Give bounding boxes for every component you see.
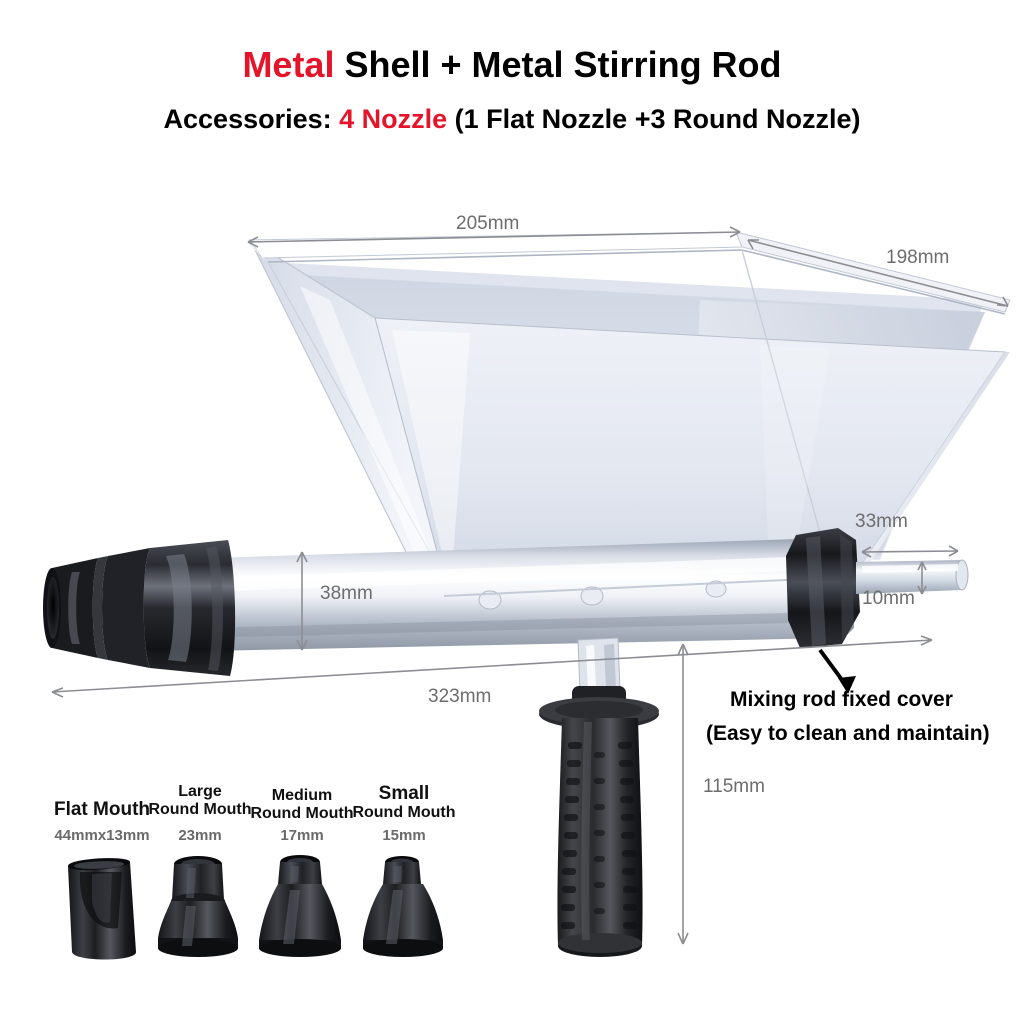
nozzle-size-round-small: 15mm [382,827,426,844]
hopper [248,231,1011,601]
weld-rivets [443,577,829,610]
dimension-rod-diameter: 10mm [862,588,915,609]
page-subtitle: Accessories: 4 Nozzle (1 Flat Nozzle +3 … [0,104,1024,135]
nozzle-size-flat: 44mmx13mm [54,827,150,844]
page-title: Metal Shell + Metal Stirring Rod [0,44,1024,86]
dimension-hopper-depth: 198mm [886,247,950,268]
nozzle-large-name-2: Round Mouth [148,800,252,818]
nozzle-large-name-1: Large [178,783,222,800]
nozzle-round-small [363,856,443,957]
nozzle-medium-name-1: Medium [271,787,333,804]
nozzle-medium-name-2: Round Mouth [250,804,354,822]
nozzle-small-name-1: Small [378,783,430,804]
title-highlight: Metal [242,44,335,85]
subtitle-prefix: Accessories: [163,104,340,134]
title-rest: Shell + Metal Stirring Rod [334,44,782,85]
barrel [141,538,836,653]
nozzle-small-name-2: Round Mouth [352,804,456,822]
nozzle-size-round-large: 23mm [178,827,222,844]
nozzle-label-round-medium: Medium Round Mouth [244,787,360,823]
nozzle-label-round-small: Small Round Mouth [346,783,462,822]
callout-mixing-rod-cover-line1: Mixing rod fixed cover [730,688,953,711]
nozzle-size-round-medium: 17mm [280,827,324,844]
subtitle-highlight: 4 Nozzle [339,104,448,134]
nozzle-round-large [158,856,238,957]
dimension-rod-length: 33mm [855,511,908,532]
handle [539,637,659,957]
mixing-rod-fixed-cover [786,528,860,648]
dimension-barrel-diameter: 38mm [320,583,373,604]
front-nozzle-cone [43,540,236,676]
nozzle-label-round-large: Large Round Mouth [140,783,260,819]
dimension-total-length: 323mm [428,686,492,707]
nozzle-label-flat: Flat Mouth [22,799,182,820]
subtitle-suffix: (1 Flat Nozzle +3 Round Nozzle) [447,104,861,134]
nozzle-flat [68,858,136,960]
nozzle-round-medium [259,855,341,957]
dimension-hopper-width: 205mm [456,213,520,234]
nozzle-flat-name: Flat Mouth [53,799,151,820]
dimension-total-height: 115mm [703,776,765,797]
callout-mixing-rod-cover-line2: (Easy to clean and maintain) [706,722,990,745]
